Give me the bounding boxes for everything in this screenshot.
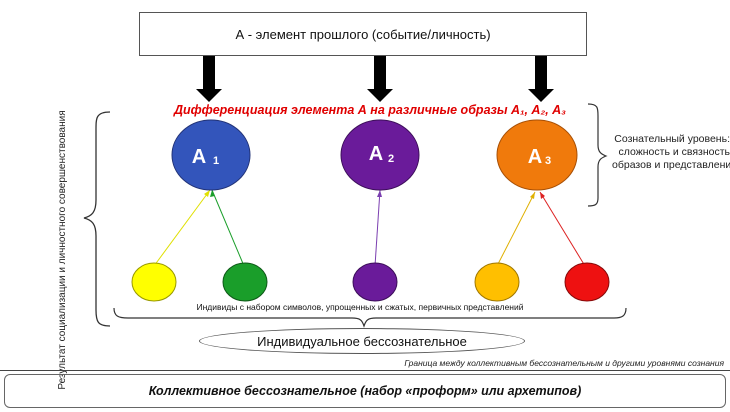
conscious-level-line-1: Сознательный уровень:: [614, 133, 730, 145]
connector-yellow: [153, 189, 211, 267]
arrow-to-a1: [196, 56, 222, 102]
right-brace: [587, 103, 608, 207]
left-brace: [83, 111, 111, 327]
connector-green-head: [210, 190, 215, 197]
bottom-brace: [113, 307, 627, 328]
collective-unconscious-box: Коллективное бессознательное (набор «про…: [4, 374, 726, 408]
connector-yellow-head: [204, 190, 210, 197]
conscious-level-line-2: сложность и связность: [618, 146, 730, 158]
circle-yellow: [131, 262, 177, 302]
svg-text:2: 2: [388, 153, 394, 165]
circle-green: [222, 262, 268, 302]
collective-unconscious-label: Коллективное бессознательное (набор «про…: [148, 384, 582, 398]
boundary-line: [0, 370, 730, 371]
svg-text:А: А: [369, 143, 383, 165]
node-a3: А 3: [496, 119, 578, 191]
individual-unconscious-label: Индивидуальное бессознательное: [257, 333, 467, 349]
node-a1: А 1: [171, 119, 251, 191]
differentiation-label: Дифференциация элемента А на различные о…: [173, 103, 567, 117]
svg-text:3: 3: [545, 155, 551, 167]
connector-amber-head: [530, 192, 535, 199]
svg-text:А: А: [192, 146, 206, 168]
boundary-label: Граница между коллективным бессознательн…: [404, 358, 724, 368]
individual-unconscious-ellipse: Индивидуальное бессознательное: [199, 328, 525, 354]
conscious-level-line-3: образов и представлений: [612, 159, 730, 171]
connector-lines: [153, 189, 586, 267]
individuals-label: Индивиды с набором символов, упрощенных …: [196, 302, 524, 312]
svg-text:А: А: [528, 146, 542, 168]
connector-purple: [374, 189, 381, 267]
circle-purple: [352, 262, 398, 302]
source-element-box: А - элемент прошлого (событие/личность): [139, 12, 587, 56]
small-circles: [131, 262, 610, 302]
svg-text:1: 1: [213, 155, 219, 167]
node-a2: А 2: [340, 119, 420, 191]
circle-amber: [474, 262, 520, 302]
connector-red: [539, 191, 586, 267]
connector-red-head: [540, 192, 545, 199]
arrow-to-a3: [528, 56, 554, 102]
socialization-result-label: Результат социализации и личностного сов…: [57, 110, 68, 390]
arrow-to-a2: [367, 56, 393, 102]
connector-green: [211, 189, 245, 267]
connector-purple-head: [377, 190, 382, 197]
connector-amber: [496, 191, 536, 267]
conscious-level-label: Сознательный уровень: сложность и связно…: [612, 133, 730, 172]
source-element-label: А - элемент прошлого (событие/личность): [235, 26, 491, 42]
circle-red: [564, 262, 610, 302]
